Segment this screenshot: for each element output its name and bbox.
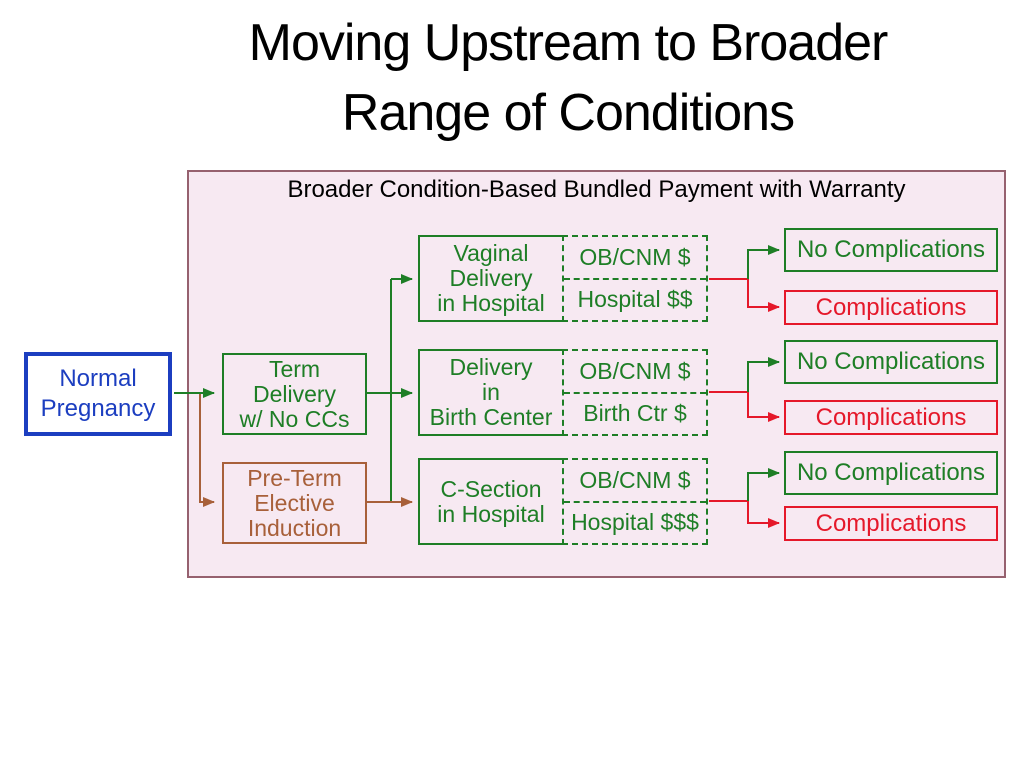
- facility-payment-cell: Hospital $$: [577, 286, 693, 313]
- no-complications-box: No Complications: [784, 451, 998, 495]
- payment-column: OB/CNM $ Birth Ctr $: [562, 349, 708, 436]
- service-box: Vaginal Delivery in Hospital: [418, 235, 562, 322]
- complications-box: Complications: [784, 400, 998, 435]
- facility-payment-cell: Birth Ctr $: [583, 400, 687, 427]
- payment-column: OB/CNM $ Hospital $$$: [562, 458, 708, 545]
- clinician-payment-cell: OB/CNM $: [564, 237, 706, 280]
- panel-header: Broader Condition-Based Bundled Payment …: [287, 176, 906, 203]
- normal-pregnancy-box: Normal Pregnancy: [24, 352, 172, 436]
- clinician-payment-cell: OB/CNM $: [564, 351, 706, 394]
- no-complications-box: No Complications: [784, 340, 998, 384]
- complications-box: Complications: [784, 506, 998, 541]
- facility-payment-cell: Hospital $$$: [571, 509, 699, 536]
- service-box: C-Section in Hospital: [418, 458, 562, 545]
- slide-title: Moving Upstream to Broader Range of Cond…: [248, 14, 889, 142]
- birth-center-group: Delivery in Birth Center OB/CNM $ Birth …: [418, 349, 708, 436]
- no-complications-box: No Complications: [784, 228, 998, 272]
- vaginal-delivery-group: Vaginal Delivery in Hospital OB/CNM $ Ho…: [418, 235, 708, 322]
- term-delivery-box: Term Delivery w/ No CCs: [222, 353, 367, 435]
- c-section-group: C-Section in Hospital OB/CNM $ Hospital …: [418, 458, 708, 545]
- payment-column: OB/CNM $ Hospital $$: [562, 235, 708, 322]
- service-box: Delivery in Birth Center: [418, 349, 562, 436]
- clinician-payment-cell: OB/CNM $: [564, 460, 706, 503]
- preterm-induction-box: Pre-Term Elective Induction: [222, 462, 367, 544]
- complications-box: Complications: [784, 290, 998, 325]
- bundled-payment-panel: Broader Condition-Based Bundled Payment …: [187, 170, 1006, 578]
